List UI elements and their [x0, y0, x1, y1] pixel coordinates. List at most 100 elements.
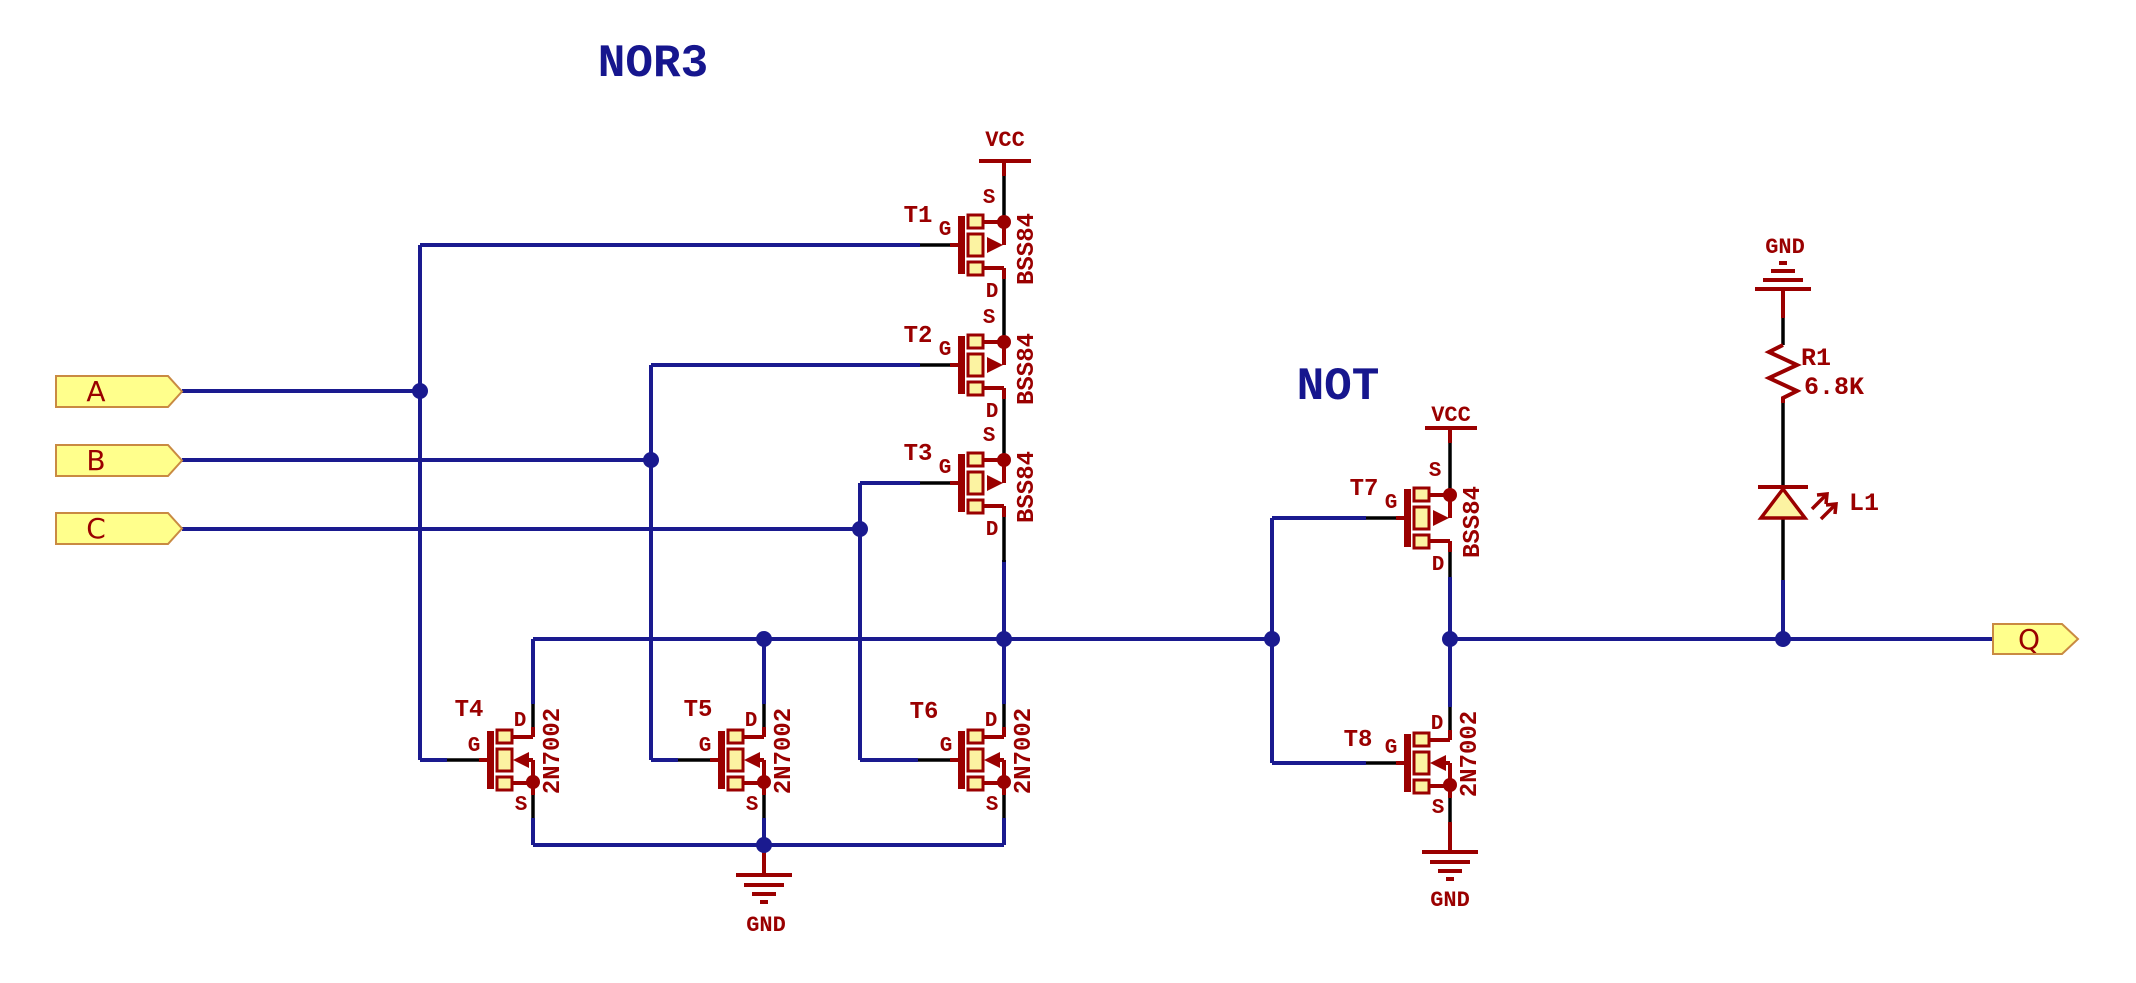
pad	[726, 775, 745, 792]
pad	[966, 470, 985, 496]
port-q-label: Q	[2018, 623, 2040, 656]
junction-dot	[412, 383, 428, 399]
source-label: S	[983, 425, 996, 448]
gate-bar	[1404, 734, 1411, 792]
t8-part-label: 2N7002	[1457, 711, 1484, 797]
pad	[966, 352, 985, 378]
junction-dot	[1775, 631, 1791, 647]
junction-dot	[756, 837, 772, 853]
drain-label: D	[985, 710, 998, 733]
pad	[1412, 778, 1431, 795]
gnd-label: GND	[1430, 888, 1470, 913]
gate-label: G	[940, 735, 953, 758]
nmos-arrow-icon	[984, 752, 1000, 768]
drain-label: D	[986, 519, 999, 542]
port-c-label: C	[86, 512, 106, 545]
transistor-t1[interactable]: T1 G S D BSS84	[904, 187, 1041, 304]
t5-part-label: 2N7002	[771, 708, 798, 794]
pad	[726, 728, 745, 745]
flag-shape	[1992, 623, 2080, 655]
pad	[1412, 533, 1431, 550]
gate-label: G	[939, 339, 952, 362]
pad	[966, 451, 985, 468]
gnd-symbol-led[interactable]: GND	[1755, 235, 1811, 318]
source-label: S	[983, 307, 996, 330]
t6-part-label: 2N7002	[1011, 708, 1038, 794]
transistor-t2[interactable]: T2 G S D BSS84	[904, 307, 1041, 424]
t2-ref-label: T2	[904, 323, 933, 350]
pad	[966, 213, 985, 230]
junction-dot	[1442, 631, 1458, 647]
junction-dot	[996, 631, 1012, 647]
nmos-arrow-icon	[744, 752, 760, 768]
gnd-label: GND	[746, 913, 786, 938]
junction-dots	[412, 383, 1791, 853]
junction-dot	[643, 452, 659, 468]
vcc-symbol-not[interactable]: VCC	[1425, 403, 1477, 443]
drain-label: D	[514, 710, 527, 733]
led-emission-arrow-icon	[1810, 492, 1829, 511]
transistor-t3[interactable]: T3 G S D BSS84	[904, 425, 1041, 542]
transistor-t5[interactable]: T5 G D S 2N7002	[684, 697, 798, 817]
transistor-t4[interactable]: T4 G D S 2N7002	[455, 697, 567, 817]
port-flag-q[interactable]: Q	[1992, 623, 2080, 656]
transistor-t6[interactable]: T6 G D S 2N7002	[910, 699, 1038, 817]
port-a-label: A	[86, 375, 105, 408]
vcc-label: VCC	[1431, 403, 1471, 428]
flag-shape	[55, 512, 184, 545]
t4-part-label: 2N7002	[540, 708, 567, 794]
pad	[1412, 750, 1431, 776]
drain-label: D	[745, 710, 758, 733]
drain-label: D	[986, 281, 999, 304]
resistor-r1[interactable]: R1 6.8K	[1764, 343, 1864, 403]
t4-ref-label: T4	[455, 697, 484, 724]
gate-bar	[487, 731, 494, 789]
gate-label: G	[1385, 492, 1398, 515]
gate-bar	[958, 731, 965, 789]
gate-bar	[958, 216, 965, 274]
r1-value-label: 6.8K	[1804, 373, 1864, 402]
source-label: S	[983, 187, 996, 210]
gnd-symbol-not[interactable]: GND	[1422, 822, 1478, 913]
pmos-arrow-icon	[987, 237, 1003, 253]
drain-label: D	[986, 401, 999, 424]
pad	[966, 747, 985, 773]
t7-part-label: BSS84	[1460, 486, 1487, 558]
led-l1[interactable]: L1	[1757, 485, 1879, 521]
t7-ref-label: T7	[1350, 476, 1379, 503]
net-wires	[182, 243, 1996, 847]
transistor-t7[interactable]: T7 G S D BSS84	[1350, 460, 1487, 577]
t2-part-label: BSS84	[1014, 333, 1041, 405]
title-not: NOT	[1297, 361, 1380, 413]
source-label: S	[515, 794, 528, 817]
pad	[495, 747, 514, 773]
junction-dot	[756, 631, 772, 647]
port-b-label: B	[86, 444, 105, 477]
t8-ref-label: T8	[1344, 727, 1373, 754]
drain-label: D	[1431, 713, 1444, 736]
nmos-arrow-icon	[513, 752, 529, 768]
source-label: S	[1432, 797, 1445, 820]
pmos-arrow-icon	[987, 357, 1003, 373]
pad	[966, 728, 985, 745]
pad	[495, 728, 514, 745]
port-flag-b[interactable]: B	[55, 444, 184, 477]
pad	[966, 380, 985, 397]
gate-label: G	[939, 457, 952, 480]
pad	[726, 747, 745, 773]
vcc-symbol-nor[interactable]: VCC	[979, 128, 1031, 176]
gnd-symbol-nor[interactable]: GND	[736, 845, 792, 938]
t1-part-label: BSS84	[1014, 213, 1041, 285]
pad	[966, 333, 985, 350]
port-flag-c[interactable]: C	[55, 512, 184, 545]
port-flag-a[interactable]: A	[55, 375, 184, 408]
nmos-arrow-icon	[1430, 755, 1446, 771]
gate-bar	[958, 454, 965, 512]
gate-label: G	[939, 219, 952, 242]
transistor-t8[interactable]: T8 G D S 2N7002	[1344, 711, 1484, 820]
r1-ref-label: R1	[1801, 344, 1831, 373]
title-nor3: NOR3	[598, 38, 708, 90]
pmos-arrow-icon	[987, 475, 1003, 491]
gate-label: G	[699, 735, 712, 758]
